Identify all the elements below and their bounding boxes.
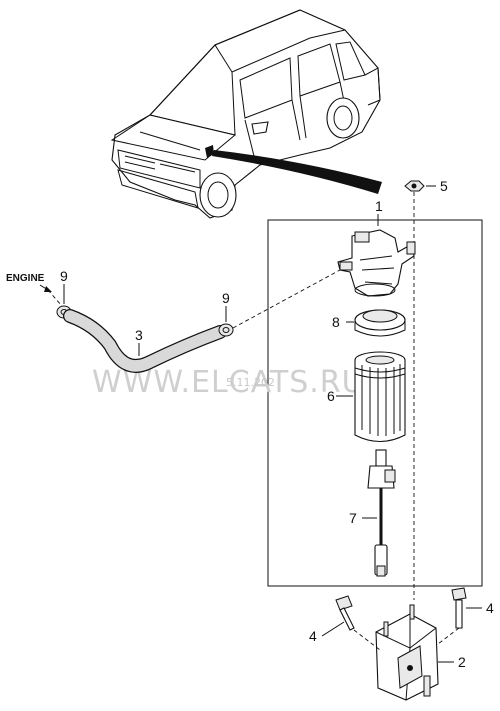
engine-label: ENGINE (6, 273, 45, 284)
callout-7: 7 (349, 510, 357, 526)
bolt-4-left (335, 595, 355, 631)
callout-5: 5 (440, 178, 448, 194)
callout-4-left: 4 (309, 628, 317, 644)
callout-4-right: 4 (486, 600, 494, 616)
fuel-hose-3 (63, 309, 227, 373)
hose-clamp-9-right (218, 323, 234, 337)
fuel-filter-head (337, 229, 416, 297)
seal-ring-8 (354, 309, 406, 337)
filter-assembly-frame (267, 219, 483, 587)
nut-part-5 (404, 180, 425, 192)
callout-3: 3 (135, 327, 143, 343)
callout-2: 2 (458, 654, 466, 670)
watermark-date: 5.11.202 (226, 376, 275, 389)
callout-8: 8 (332, 314, 340, 330)
vehicle-illustration (110, 9, 381, 219)
callout-9-left: 9 (60, 268, 68, 284)
filter-bracket-2 (375, 604, 439, 701)
bolt-4-right (451, 587, 467, 629)
location-leader-band (212, 150, 382, 194)
callout-1: 1 (375, 198, 383, 214)
callout-9-right: 9 (222, 290, 230, 306)
fuel-filter-cartridge-6 (354, 351, 406, 443)
callout-6: 6 (327, 388, 335, 404)
water-sensor-7 (367, 449, 396, 577)
